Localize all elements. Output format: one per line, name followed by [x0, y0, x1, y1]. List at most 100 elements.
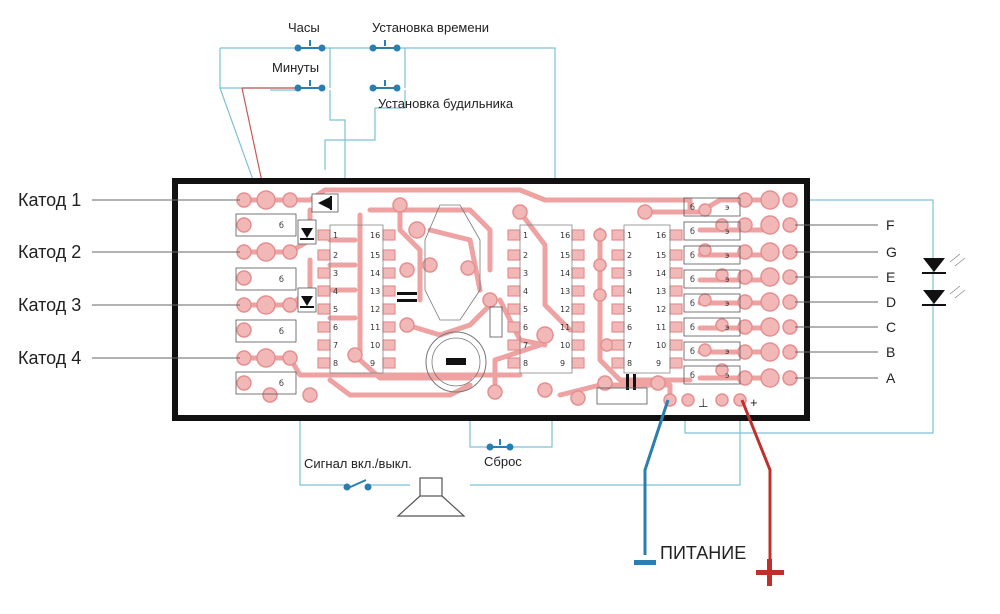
svg-text:4: 4 — [523, 287, 528, 296]
svg-text:б: б — [690, 347, 695, 356]
label-plus-mark: + — [750, 395, 758, 410]
minus-symbol-icon — [634, 560, 656, 565]
svg-text:э: э — [725, 275, 729, 284]
svg-text:б: б — [690, 299, 695, 308]
label-minutes: Минуты — [272, 60, 319, 75]
label-segment-a: A — [886, 370, 896, 386]
pcb-traces — [241, 187, 773, 403]
svg-text:8: 8 — [523, 359, 528, 368]
hours-button-symbol — [294, 40, 326, 52]
label-segment-g: G — [886, 244, 897, 260]
svg-text:2: 2 — [333, 251, 338, 260]
svg-text:б: б — [279, 275, 284, 284]
svg-text:5: 5 — [523, 305, 528, 314]
svg-text:б: б — [690, 227, 695, 236]
svg-text:1: 1 — [333, 231, 338, 240]
svg-text:э: э — [725, 251, 729, 260]
signal-switch-symbol — [343, 479, 372, 491]
svg-text:б: б — [690, 275, 695, 284]
svg-text:7: 7 — [627, 341, 632, 350]
label-time-set: Установка времени — [372, 20, 489, 35]
svg-text:б: б — [690, 323, 695, 332]
svg-text:14: 14 — [560, 269, 570, 278]
svg-text:4: 4 — [333, 287, 338, 296]
label-reset: Сброс — [484, 454, 522, 469]
power-minus-wire — [643, 399, 670, 555]
svg-text:6: 6 — [627, 323, 632, 332]
segment-lines — [795, 224, 878, 379]
label-segment-b: B — [886, 344, 895, 360]
svg-text:7: 7 — [523, 341, 528, 350]
svg-text:14: 14 — [370, 269, 380, 278]
svg-text:б: б — [279, 327, 284, 336]
svg-text:б: б — [279, 221, 284, 230]
svg-text:9: 9 — [370, 359, 375, 368]
svg-text:12: 12 — [656, 305, 666, 314]
svg-text:13: 13 — [656, 287, 666, 296]
svg-text:э: э — [725, 227, 729, 236]
svg-text:э: э — [725, 347, 729, 356]
reset-button-symbol — [486, 439, 514, 451]
label-cathode-4: Катод 4 — [18, 348, 81, 368]
svg-text:9: 9 — [560, 359, 565, 368]
svg-text:1: 1 — [523, 231, 528, 240]
svg-text:11: 11 — [560, 323, 570, 332]
svg-text:16: 16 — [560, 231, 570, 240]
time-set-button-symbol — [369, 40, 401, 52]
speaker-icon — [396, 477, 466, 517]
label-cathode-2: Катод 2 — [18, 242, 81, 262]
label-segment-f: F — [886, 217, 895, 233]
svg-text:11: 11 — [370, 323, 380, 332]
led-icons — [922, 253, 966, 306]
svg-text:1: 1 — [627, 231, 632, 240]
svg-text:э: э — [725, 203, 729, 212]
resistor — [596, 387, 648, 405]
label-hours: Часы — [288, 20, 320, 35]
svg-text:15: 15 — [656, 251, 666, 260]
label-power: ПИТАНИЕ — [660, 543, 746, 563]
svg-text:б: б — [690, 251, 695, 260]
label-segment-c: C — [886, 319, 896, 335]
svg-text:э: э — [725, 323, 729, 332]
plus-symbol-icon — [756, 559, 784, 586]
power-plus-wire — [740, 399, 772, 560]
svg-text:13: 13 — [560, 287, 570, 296]
svg-text:5: 5 — [333, 305, 338, 314]
transistor-marks-left: б б б б — [279, 221, 284, 388]
svg-text:3: 3 — [627, 269, 632, 278]
svg-text:3: 3 — [523, 269, 528, 278]
label-cathode-1: Катод 1 — [18, 190, 81, 210]
alarm-set-button-symbol — [369, 80, 401, 92]
board-diodes — [297, 193, 339, 313]
svg-text:б: б — [690, 371, 695, 380]
capacitor-symbols — [397, 292, 636, 390]
svg-text:11: 11 — [656, 323, 666, 332]
svg-text:9: 9 — [656, 359, 661, 368]
svg-text:14: 14 — [656, 269, 666, 278]
svg-text:15: 15 — [560, 251, 570, 260]
svg-text:8: 8 — [627, 359, 632, 368]
ic-outlines — [329, 224, 671, 374]
svg-text:10: 10 — [656, 341, 666, 350]
svg-text:3: 3 — [333, 269, 338, 278]
svg-text:2: 2 — [627, 251, 632, 260]
svg-text:12: 12 — [370, 305, 380, 314]
label-cathode-3: Катод 3 — [18, 295, 81, 315]
svg-text:10: 10 — [370, 341, 380, 350]
resistor-small — [489, 306, 503, 338]
svg-text:5: 5 — [627, 305, 632, 314]
svg-text:15: 15 — [370, 251, 380, 260]
svg-text:э: э — [725, 299, 729, 308]
svg-text:12: 12 — [560, 305, 570, 314]
svg-text:б: б — [279, 379, 284, 388]
svg-text:8: 8 — [333, 359, 338, 368]
ic-left-pads — [317, 229, 396, 369]
svg-text:16: 16 — [370, 231, 380, 240]
svg-text:2: 2 — [523, 251, 528, 260]
minutes-button-symbol — [294, 80, 326, 92]
cathode-lines — [92, 199, 240, 359]
label-signal: Сигнал вкл./выкл. — [304, 456, 412, 471]
